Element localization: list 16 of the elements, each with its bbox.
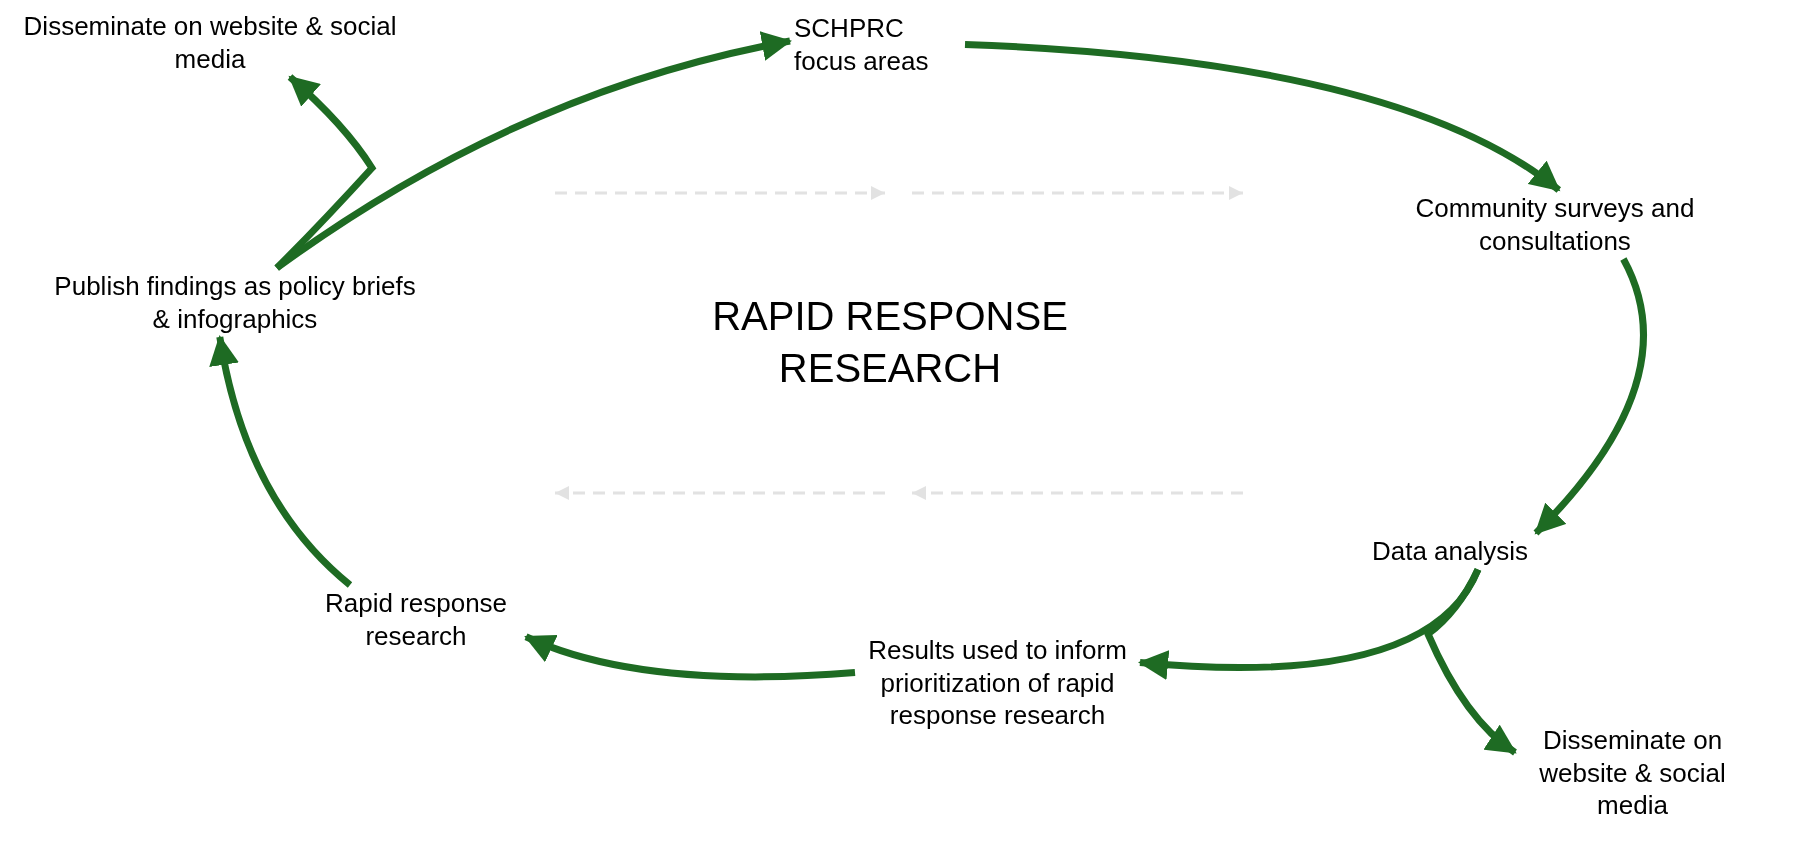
curved-arrow <box>1533 257 1647 536</box>
curved-arrow <box>964 41 1561 193</box>
step-label: Disseminate on website & social media <box>22 10 398 75</box>
step-label: Data analysis <box>1370 535 1530 568</box>
diagram-title: RAPID RESPONSE RESEARCH <box>711 293 1069 392</box>
curved-arrow <box>274 74 376 271</box>
curved-arrow <box>209 335 353 588</box>
step-label: Rapid response research <box>323 587 509 652</box>
step-label: Results used to inform prioritization of rapid response research <box>867 634 1128 732</box>
curved-arrow <box>524 633 856 681</box>
step-label: Community surveys and consultations <box>1414 192 1696 257</box>
curved-arrow <box>1138 567 1482 680</box>
curved-arrow <box>1424 567 1517 756</box>
step-label: SCHPRC focus areas <box>794 12 930 77</box>
step-label: Publish findings as policy briefs & infographics <box>53 270 417 335</box>
step-label: Disseminate on website & social media <box>1538 724 1727 822</box>
